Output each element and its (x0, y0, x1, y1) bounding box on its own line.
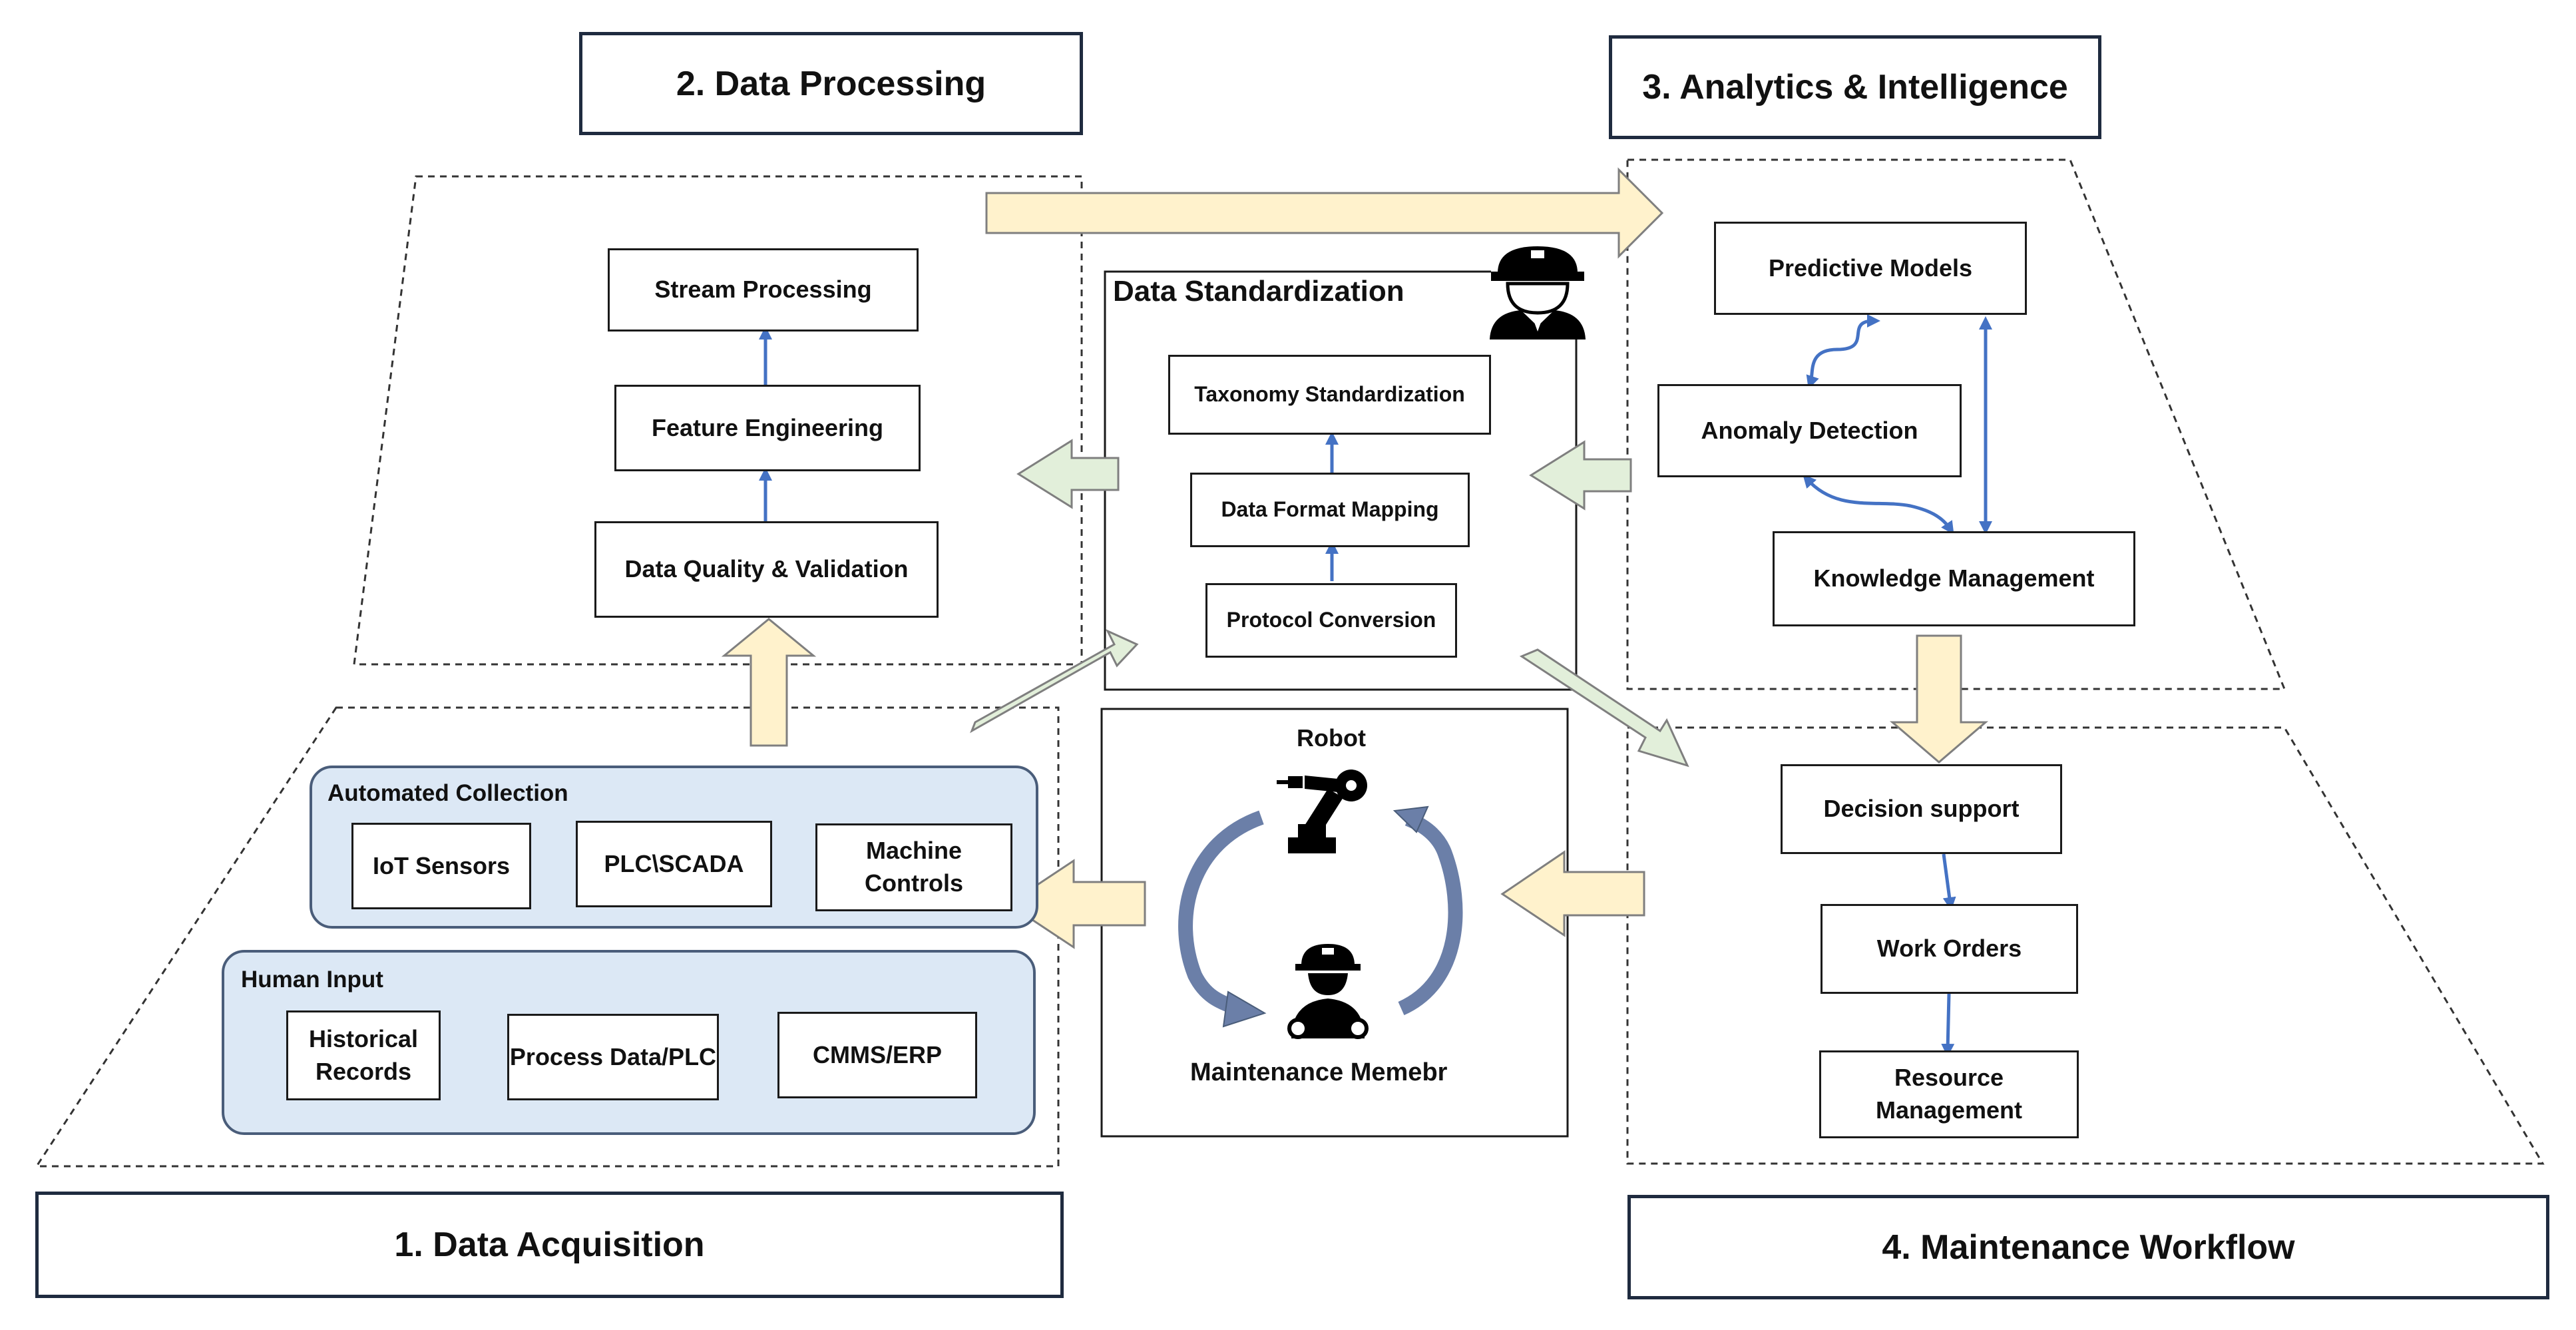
curve-robot-to-member (1178, 810, 1264, 1016)
arrow-standardization-to-processing (1016, 439, 1120, 509)
box-data-quality: Data Quality & Validation (594, 521, 939, 618)
robot-arm-icon (1277, 770, 1367, 853)
arrow-collab-to-acquisition (1006, 859, 1146, 949)
arrow-processing-to-analytics (985, 167, 1664, 259)
human-input-label: Human Input (241, 967, 383, 993)
box-process-data: Process Data/PLC (507, 1014, 719, 1100)
curve-member-to-robot (1398, 811, 1463, 1016)
box-machine-controls: Machine Controls (815, 823, 1012, 911)
arrow-analytics-to-standardization (1529, 440, 1632, 511)
box-resource-management: Resource Management (1819, 1050, 2079, 1138)
curve-member-to-robot-head (1393, 805, 1429, 833)
box-taxonomy: Taxonomy Standardization (1168, 355, 1491, 435)
standardization-frame (1104, 270, 1578, 691)
arrow-analytics-to-workflow (1889, 634, 1989, 764)
box-plc-scada: PLC\SCADA (576, 821, 772, 907)
box-decision-support: Decision support (1781, 764, 2062, 854)
box-iot-sensors: IoT Sensors (351, 823, 531, 909)
box-stream-processing: Stream Processing (608, 248, 919, 332)
worker-helmet-icon (1490, 246, 1586, 339)
analytics-region (1626, 158, 2286, 690)
connector-anomaly-knowledge (1803, 474, 1954, 535)
box-cmms-erp: CMMS/ERP (777, 1012, 977, 1098)
section-title-analytics: 3. Analytics & Intelligence (1609, 35, 2101, 139)
connector-predictive-anomaly (1806, 314, 1880, 389)
member-label: Maintenance Memebr (1190, 1058, 1448, 1086)
connector-workorders-to-resource (1941, 993, 1955, 1057)
arrow-acquisition-to-standardization (970, 628, 1139, 734)
box-work-orders: Work Orders (1821, 904, 2078, 994)
workflow-region (1626, 726, 2545, 1165)
arrow-standardization-to-workflow (1519, 648, 1689, 768)
section-title-processing: 2. Data Processing (579, 32, 1083, 135)
curve-robot-to-member-head (1222, 991, 1267, 1028)
box-format-mapping: Data Format Mapping (1190, 473, 1470, 547)
box-anomaly-detection: Anomaly Detection (1657, 384, 1962, 477)
box-historical-records: Historical Records (286, 1010, 441, 1100)
arrow-workflow-to-collab (1500, 850, 1645, 937)
maintenance-member-icon (1287, 944, 1369, 1039)
box-protocol: Protocol Conversion (1205, 583, 1457, 658)
robot-label: Robot (1297, 724, 1366, 752)
section-title-workflow: 4. Maintenance Workflow (1627, 1195, 2549, 1299)
connector-decision-to-workorders (1942, 853, 1956, 911)
automated-collection-label: Automated Collection (327, 780, 568, 806)
box-feature-engineering: Feature Engineering (614, 385, 921, 471)
standardization-title: Data Standardization (1113, 275, 1404, 308)
acquisition-region (35, 706, 1060, 1168)
box-predictive-models: Predictive Models (1714, 222, 2027, 315)
box-knowledge-management: Knowledge Management (1773, 531, 2135, 626)
section-title-acquisition: 1. Data Acquisition (35, 1192, 1064, 1298)
arrow-acquisition-to-processing (721, 618, 817, 747)
